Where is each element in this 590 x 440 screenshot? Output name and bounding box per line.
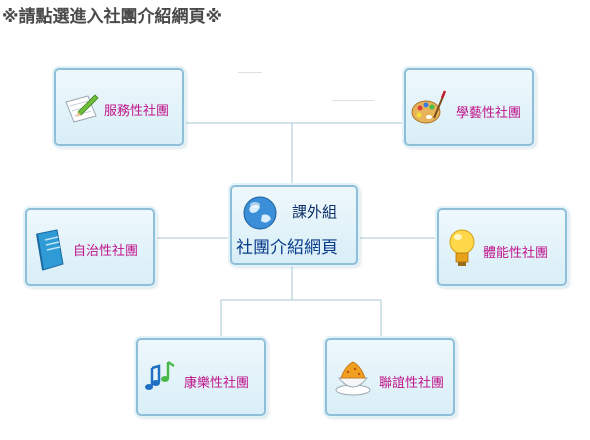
card-label: 學藝性社團	[456, 106, 522, 121]
card-academic[interactable]: 學藝性社團	[404, 68, 534, 146]
center-title: 社團介紹網頁	[236, 238, 338, 258]
lightbulb-icon	[449, 229, 475, 266]
book-icon	[36, 229, 64, 271]
divider	[332, 100, 374, 101]
card-label: 康樂性社團	[184, 376, 250, 391]
divider	[238, 72, 262, 73]
card-selfgov[interactable]: 自治性社團	[25, 208, 155, 286]
music-notes-icon	[145, 360, 175, 390]
card-label: 體能性社團	[483, 246, 549, 261]
globe-icon	[243, 196, 277, 230]
center-subtitle: 課外組	[292, 203, 338, 221]
notepad-pencil-icon	[65, 94, 99, 123]
card-service[interactable]: 服務性社團	[54, 68, 184, 146]
dessert-icon	[335, 361, 371, 396]
card-label: 自治性社團	[73, 244, 139, 259]
card-sports[interactable]: 體能性社團	[437, 208, 567, 286]
center-title-card[interactable]: 課外組 社團介紹網頁	[230, 185, 358, 265]
paint-palette-icon	[411, 90, 447, 124]
card-label: 聯誼性社團	[379, 376, 445, 391]
page-title: ※請點選進入社團介紹網頁※	[2, 7, 223, 27]
card-label: 服務性社團	[104, 104, 170, 119]
card-social[interactable]: 聯誼性社團	[325, 338, 455, 416]
card-music[interactable]: 康樂性社團	[136, 338, 266, 416]
